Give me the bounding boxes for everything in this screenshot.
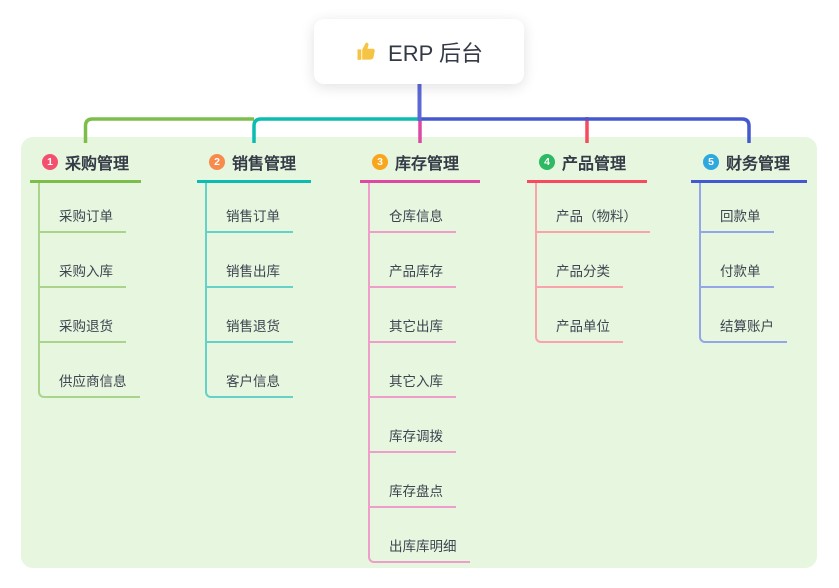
child-node[interactable]: 采购退货 [38, 288, 126, 343]
child-node[interactable]: 采购订单 [38, 183, 126, 233]
branch-label[interactable]: 2 销售管理 [197, 147, 311, 183]
branch-node: 4 产品管理 产品（物料）产品分类产品单位 [527, 147, 650, 343]
child-node[interactable]: 其它入库 [368, 343, 456, 398]
thumbs-up-icon [355, 40, 378, 63]
branch-label-text: 库存管理 [395, 156, 460, 173]
child-node[interactable]: 销售订单 [205, 183, 293, 233]
branch-children: 仓库信息产品库存其它出库其它入库库存调拨库存盘点出库库明细 [368, 183, 480, 563]
branch-node: 2 销售管理 销售订单销售出库销售退货客户信息 [197, 147, 311, 398]
branch-number-badge: 4 [539, 154, 555, 170]
branch-number-badge: 5 [703, 154, 719, 170]
branch-children: 采购订单采购入库采购退货供应商信息 [38, 183, 141, 398]
branch-number-badge: 3 [372, 154, 388, 170]
branch-label[interactable]: 1 采购管理 [30, 147, 141, 183]
branch-number-badge: 1 [42, 154, 58, 170]
branch-label[interactable]: 4 产品管理 [527, 147, 647, 183]
child-node[interactable]: 产品库存 [368, 233, 456, 288]
branch-label-text: 产品管理 [562, 156, 627, 173]
branch-node: 5 财务管理 回款单付款单结算账户 [691, 147, 807, 343]
child-node[interactable]: 库存盘点 [368, 453, 456, 508]
branches-background-panel [21, 137, 817, 568]
branch-children: 回款单付款单结算账户 [699, 183, 807, 343]
child-node[interactable]: 回款单 [699, 183, 774, 233]
branch-label-text: 销售管理 [232, 156, 297, 173]
branch-children: 销售订单销售出库销售退货客户信息 [205, 183, 311, 398]
branch-node: 1 采购管理 采购订单采购入库采购退货供应商信息 [30, 147, 141, 398]
child-node[interactable]: 结算账户 [699, 288, 787, 343]
child-node[interactable]: 产品单位 [535, 288, 623, 343]
branch-number-badge: 2 [209, 154, 225, 170]
child-node[interactable]: 采购入库 [38, 233, 126, 288]
child-node[interactable]: 供应商信息 [38, 343, 140, 398]
child-node[interactable]: 付款单 [699, 233, 774, 288]
child-node[interactable]: 销售退货 [205, 288, 293, 343]
child-node[interactable]: 产品（物料） [535, 183, 650, 233]
branch-label-text: 财务管理 [726, 156, 791, 173]
root-title: ERP 后台 [388, 40, 483, 66]
child-node[interactable]: 客户信息 [205, 343, 293, 398]
child-node[interactable]: 出库库明细 [368, 508, 470, 563]
branch-node: 3 库存管理 仓库信息产品库存其它出库其它入库库存调拨库存盘点出库库明细 [360, 147, 480, 563]
branch-label-text: 采购管理 [65, 156, 130, 173]
branch-children: 产品（物料）产品分类产品单位 [535, 183, 650, 343]
child-node[interactable]: 销售出库 [205, 233, 293, 288]
child-node[interactable]: 仓库信息 [368, 183, 456, 233]
child-node[interactable]: 库存调拨 [368, 398, 456, 453]
branch-label[interactable]: 5 财务管理 [691, 147, 807, 183]
child-node[interactable]: 其它出库 [368, 288, 456, 343]
root-node[interactable]: ERP 后台 [314, 19, 524, 84]
branch-label[interactable]: 3 库存管理 [360, 147, 480, 183]
child-node[interactable]: 产品分类 [535, 233, 623, 288]
